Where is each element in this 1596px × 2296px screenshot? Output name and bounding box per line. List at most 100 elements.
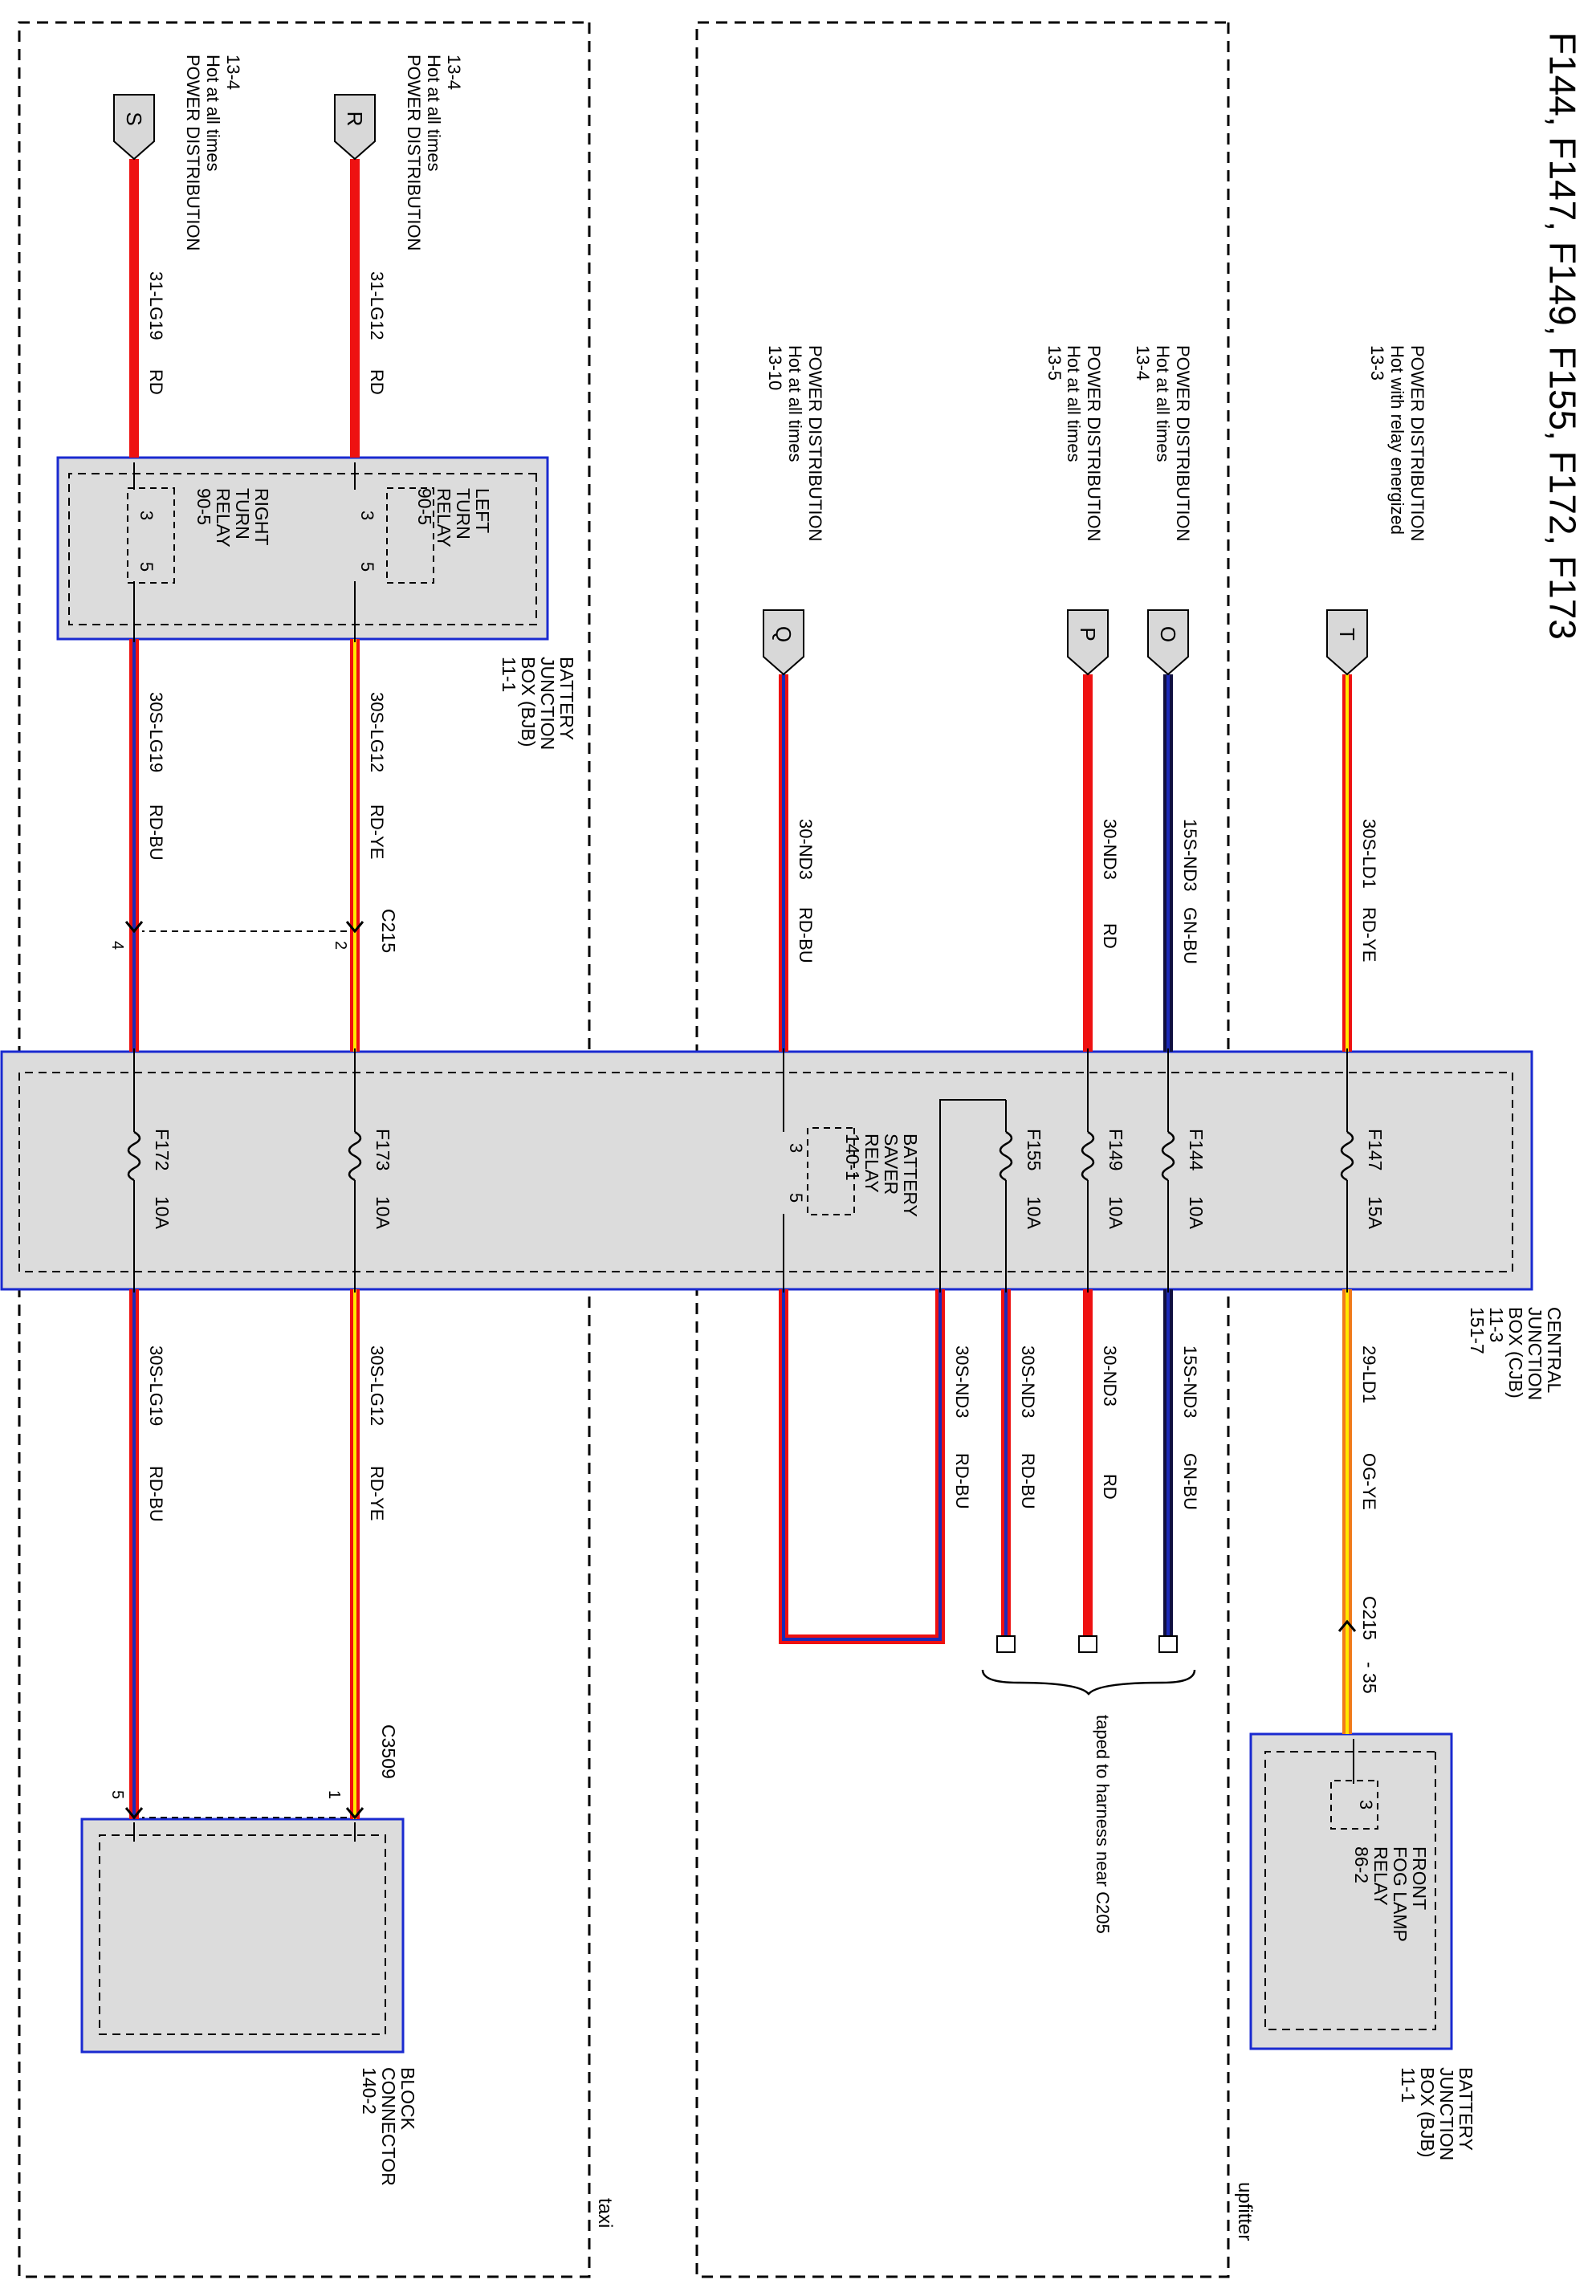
bsr-l2: SAVER: [881, 1134, 902, 1195]
power-Q-sys: POWER DISTRIBUTION: [805, 345, 825, 541]
power-R-sys: POWER DISTRIBUTION: [404, 55, 424, 250]
label-O-in-color: GN-BU: [1180, 907, 1200, 964]
label-F173-out-color: RD-YE: [367, 1466, 387, 1520]
left-turn-relay-l1: LEFT: [472, 488, 493, 533]
label-F172-out-color: RD-BU: [146, 1466, 166, 1522]
fog-relay-pin-3: 3: [1356, 1800, 1376, 1810]
bjb-bottom-l4: 11-1: [1398, 2067, 1419, 2103]
left-turn-relay-box: [386, 487, 434, 584]
fog-relay-l2: FOG LAMP: [1390, 1846, 1411, 1942]
bjb-bottom-l3: BOX (BJB): [1417, 2067, 1438, 2157]
taped-ends: taped to harness near C205: [981, 1635, 1196, 1934]
power-O-desc: Hot at all times: [1153, 345, 1173, 462]
label-F173-out-circuit: 30S-LG12: [367, 1345, 387, 1426]
bjb-top-l3: BOX (BJB): [518, 657, 539, 747]
power-P-sys: POWER DISTRIBUTION: [1084, 345, 1104, 541]
right-turn-relay-l1: RIGHT: [251, 488, 272, 546]
block-connector-l1: BLOCK: [397, 2067, 418, 2131]
fuse-F155-amps: 10A: [1024, 1196, 1044, 1230]
fog-lamp-relay-box: [1330, 1780, 1378, 1830]
label-BSR-out-color: RD-BU: [952, 1453, 972, 1509]
bjb-top-box: [56, 456, 549, 641]
label-R-mid-color: RD-YE: [367, 804, 387, 859]
label-F149-out-color: RD: [1100, 1474, 1120, 1500]
label-S-in-circuit: 31-LG19: [146, 271, 166, 340]
power-source-Q[interactable]: Q: [763, 609, 804, 676]
label-R-in-circuit: 31-LG12: [367, 271, 387, 340]
power-O-sys: POWER DISTRIBUTION: [1173, 345, 1193, 541]
block-connector-l2: CONNECTOR: [378, 2067, 399, 2186]
fuse-f144-symbol: [1161, 1130, 1175, 1182]
power-source-O[interactable]: O: [1147, 609, 1189, 676]
bjb-top-l2: JUNCTION: [537, 657, 558, 750]
cjb-l2: JUNCTION: [1525, 1307, 1545, 1400]
fuse-f155-symbol: [999, 1130, 1013, 1182]
power-source-T-letter: T: [1335, 628, 1359, 641]
diagram-title: F144, F147, F149, F155, F172, F173: [1541, 32, 1583, 640]
right-turn-relay-box: [127, 487, 175, 584]
cjb-box: [0, 1050, 1533, 1291]
fuse-f173-symbol: [348, 1130, 362, 1182]
bjb-bottom-inner: [1264, 1751, 1436, 2030]
c215-fog-name: C215: [1359, 1596, 1380, 1640]
fuse-labels: F147 15A F144 10A F149 10A F155 10A F173…: [152, 1129, 1386, 1230]
power-source-R-letter: R: [343, 112, 367, 127]
power-source-T[interactable]: T: [1326, 609, 1368, 676]
bjb-top-inner: [68, 473, 537, 625]
fuse-f147-symbol: [1340, 1130, 1354, 1182]
wires-layer: [129, 159, 1352, 1819]
block-connector-inner: [99, 1834, 386, 2035]
fuse-F173-amps: 10A: [373, 1196, 393, 1230]
label-T-in-color: RD-YE: [1359, 907, 1379, 962]
power-source-O-letter: O: [1156, 626, 1180, 642]
label-F155-out-color: RD-BU: [1018, 1453, 1038, 1509]
c3509-pin-right: 1: [325, 1790, 343, 1799]
right-turn-relay-l3: RELAY: [213, 488, 234, 548]
right-turn-relay-l4: 90-5: [193, 488, 214, 525]
fuse-F149-amps: 10A: [1105, 1196, 1126, 1230]
bsr-pin-3: 3: [786, 1143, 806, 1153]
taped-note: taped to harness near C205: [1093, 1715, 1113, 1934]
diagram-content: F144, F147, F149, F155, F172, F173 upfit…: [0, 21, 1583, 2278]
label-F172-out-circuit: 30S-LG19: [146, 1345, 166, 1426]
label-F144-out-circuit: 15S-ND3: [1180, 1345, 1200, 1418]
connector-c3509: C3509 1 5: [108, 1724, 399, 1820]
power-Q-desc: Hot at all times: [785, 345, 805, 462]
fuse-F147-amps: 15A: [1365, 1196, 1386, 1230]
bsr-l4: 140-1: [842, 1134, 863, 1181]
label-S-in-color: RD: [146, 369, 166, 395]
fuse-F144-id: F144: [1186, 1129, 1207, 1171]
fuse-f172-symbol: [127, 1130, 141, 1182]
fog-relay-l1: FRONT: [1409, 1846, 1430, 1910]
component-labels: LEFT TURN RELAY 90-5 RIGHT TURN RELAY 90…: [193, 488, 1565, 2186]
cjb-l4: 11-3: [1486, 1307, 1507, 1342]
fuse-F173-id: F173: [373, 1129, 393, 1170]
power-source-R[interactable]: R: [334, 94, 376, 161]
block-connector-box: [80, 1818, 405, 2054]
power-P-desc: Hot at all times: [1064, 345, 1084, 462]
fuse-f149-symbol: [1081, 1130, 1095, 1182]
power-source-Q-letter: Q: [772, 626, 796, 642]
label-F147-out-color: OG-YE: [1359, 1453, 1379, 1510]
block-connector-l3: 140-2: [359, 2067, 380, 2115]
label-F147-out-circuit: 29-LD1: [1359, 1345, 1379, 1403]
power-R-page: 13-4: [444, 55, 464, 90]
power-source-texts: 13-3 Hot with relay energized POWER DIST…: [183, 55, 1427, 541]
connector-c215-fog: C215 - 35: [1337, 1596, 1380, 1694]
label-F155-out-circuit: 30S-ND3: [1018, 1345, 1038, 1418]
power-source-P-letter: P: [1076, 627, 1100, 641]
right-turn-pin-5: 5: [136, 562, 157, 572]
label-Q-in-color: RD-BU: [796, 907, 816, 963]
power-Q-page: 13-10: [765, 345, 785, 390]
internal-links: [133, 462, 1354, 1842]
label-P-in-color: RD: [1100, 923, 1120, 949]
fuse-F144-amps: 10A: [1186, 1196, 1207, 1230]
bjb-top-l1: BATTERY: [556, 657, 577, 740]
power-R-desc: Hot at all times: [424, 55, 444, 172]
power-source-P[interactable]: P: [1067, 609, 1109, 676]
power-source-S[interactable]: S: [113, 94, 155, 161]
c215-fog-pin: - 35: [1359, 1662, 1380, 1694]
fuse-symbols: [127, 1130, 1354, 1182]
fuse-F155-id: F155: [1024, 1129, 1044, 1170]
cjb-inner: [18, 1072, 1513, 1272]
